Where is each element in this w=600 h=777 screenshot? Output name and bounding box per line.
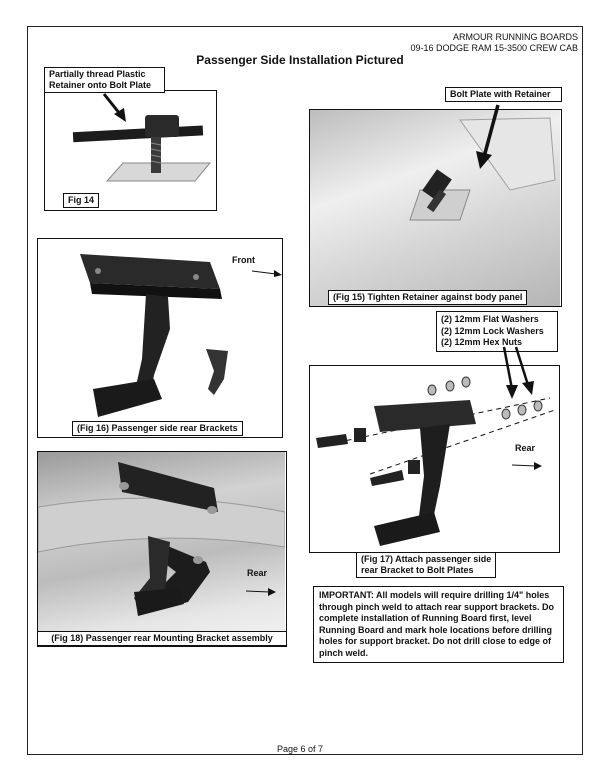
fig17-rear-label: Rear bbox=[515, 443, 536, 453]
fig15-panel: (Fig 15) Tighten Retainer against body p… bbox=[309, 109, 562, 307]
fig17-bracket-exploded-image bbox=[316, 376, 556, 546]
fig16-front-label: Front bbox=[232, 255, 255, 265]
important-note: IMPORTANT: All models will require drill… bbox=[313, 586, 564, 663]
fig14-bolt-plate-image bbox=[72, 115, 212, 182]
fig17-rear-arrow bbox=[511, 462, 542, 470]
fig16-panel: Front (Fig 16) Passenger side rear Brack… bbox=[37, 238, 283, 438]
fig14-callout: Partially thread Plastic Retainer onto B… bbox=[44, 67, 165, 93]
fig17-panel: Rear (Fig 17) Attach passenger side rear… bbox=[309, 365, 560, 578]
fig15-arrow bbox=[476, 104, 500, 169]
fig15-callout: Bolt Plate with Retainer bbox=[445, 87, 562, 102]
fig14-panel: Fig 14 bbox=[44, 90, 217, 211]
fig18-mounting-photo bbox=[38, 452, 285, 646]
hardware-flat-washers: (2) 12mm Flat Washers bbox=[441, 314, 539, 324]
fig15-body-panel-photo bbox=[310, 110, 560, 306]
fig14-caption: Fig 14 bbox=[63, 193, 100, 208]
fig16-caption: (Fig 16) Passenger side rear Brackets bbox=[72, 421, 243, 436]
hardware-list: (2) 12mm Flat Washers (2) 12mm Lock Wash… bbox=[436, 311, 558, 352]
fig17-caption: (Fig 17) Attach passenger side rear Brac… bbox=[356, 552, 497, 578]
fig14-arrow bbox=[102, 93, 126, 122]
fig18-panel: Rear (Fig 18) Passenger rear Mounting Br… bbox=[37, 451, 287, 647]
fig16-front-arrow bbox=[251, 270, 282, 277]
fig16-bracket-image bbox=[80, 254, 228, 417]
header-brand: ARMOUR RUNNING BOARDS bbox=[452, 32, 578, 42]
fig18-rear-label: Rear bbox=[247, 568, 268, 578]
hardware-arrows bbox=[502, 346, 534, 399]
hardware-hex-nuts: (2) 12mm Hex Nuts bbox=[441, 337, 523, 347]
page-title: Passenger Side Installation Pictured bbox=[196, 53, 404, 67]
header-model: 09-16 DODGE RAM 15-3500 CREW CAB bbox=[410, 43, 578, 53]
fig18-caption: (Fig 18) Passenger rear Mounting Bracket… bbox=[37, 631, 287, 646]
hardware-lock-washers: (2) 12mm Lock Washers bbox=[441, 325, 544, 336]
page-number: Page 6 of 7 bbox=[276, 744, 324, 754]
page-frame bbox=[27, 26, 583, 755]
fig15-caption: (Fig 15) Tighten Retainer against body p… bbox=[328, 290, 528, 305]
fig18-rear-arrow bbox=[245, 588, 276, 596]
